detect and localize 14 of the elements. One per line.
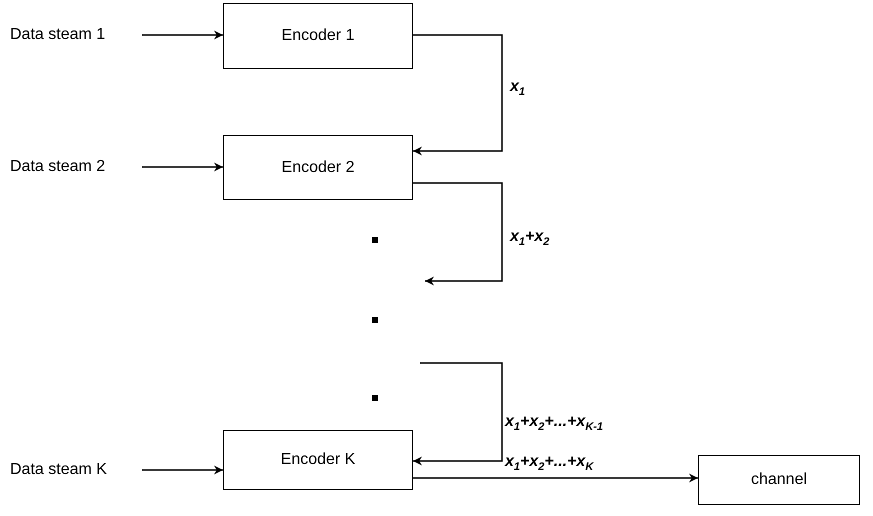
process-box: Encoder 1 bbox=[223, 3, 413, 69]
input-label: Data steam K bbox=[10, 461, 107, 479]
process-box: channel bbox=[698, 455, 860, 505]
arrow bbox=[413, 474, 698, 482]
arrow bbox=[142, 162, 223, 172]
arrow bbox=[142, 30, 223, 40]
input-label: Data steam 2 bbox=[10, 158, 106, 176]
process-box: Encoder K bbox=[223, 430, 413, 490]
input-label: Data steam 1 bbox=[10, 26, 106, 44]
arrow bbox=[413, 34, 503, 156]
arrow bbox=[413, 182, 503, 286]
arrow bbox=[413, 362, 503, 466]
process-box: Encoder 2 bbox=[223, 135, 413, 200]
arrow bbox=[142, 466, 223, 474]
